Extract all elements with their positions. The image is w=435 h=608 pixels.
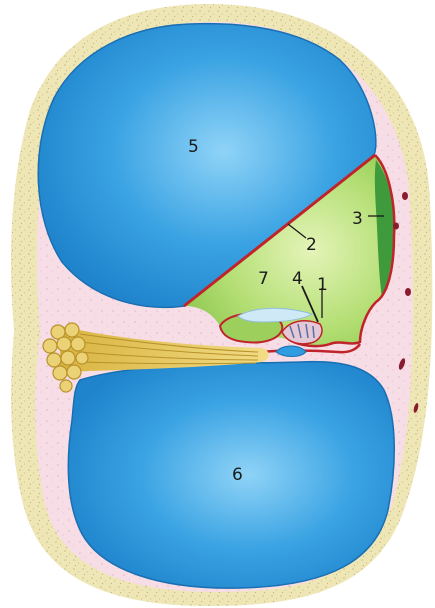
- label-4: 4: [292, 269, 303, 289]
- label-5: 5: [188, 137, 199, 157]
- label-7: 7: [258, 269, 269, 289]
- label-1: 1: [317, 275, 328, 295]
- label-3: 3: [352, 209, 363, 229]
- label-6: 6: [232, 465, 243, 485]
- label-2: 2: [306, 235, 317, 255]
